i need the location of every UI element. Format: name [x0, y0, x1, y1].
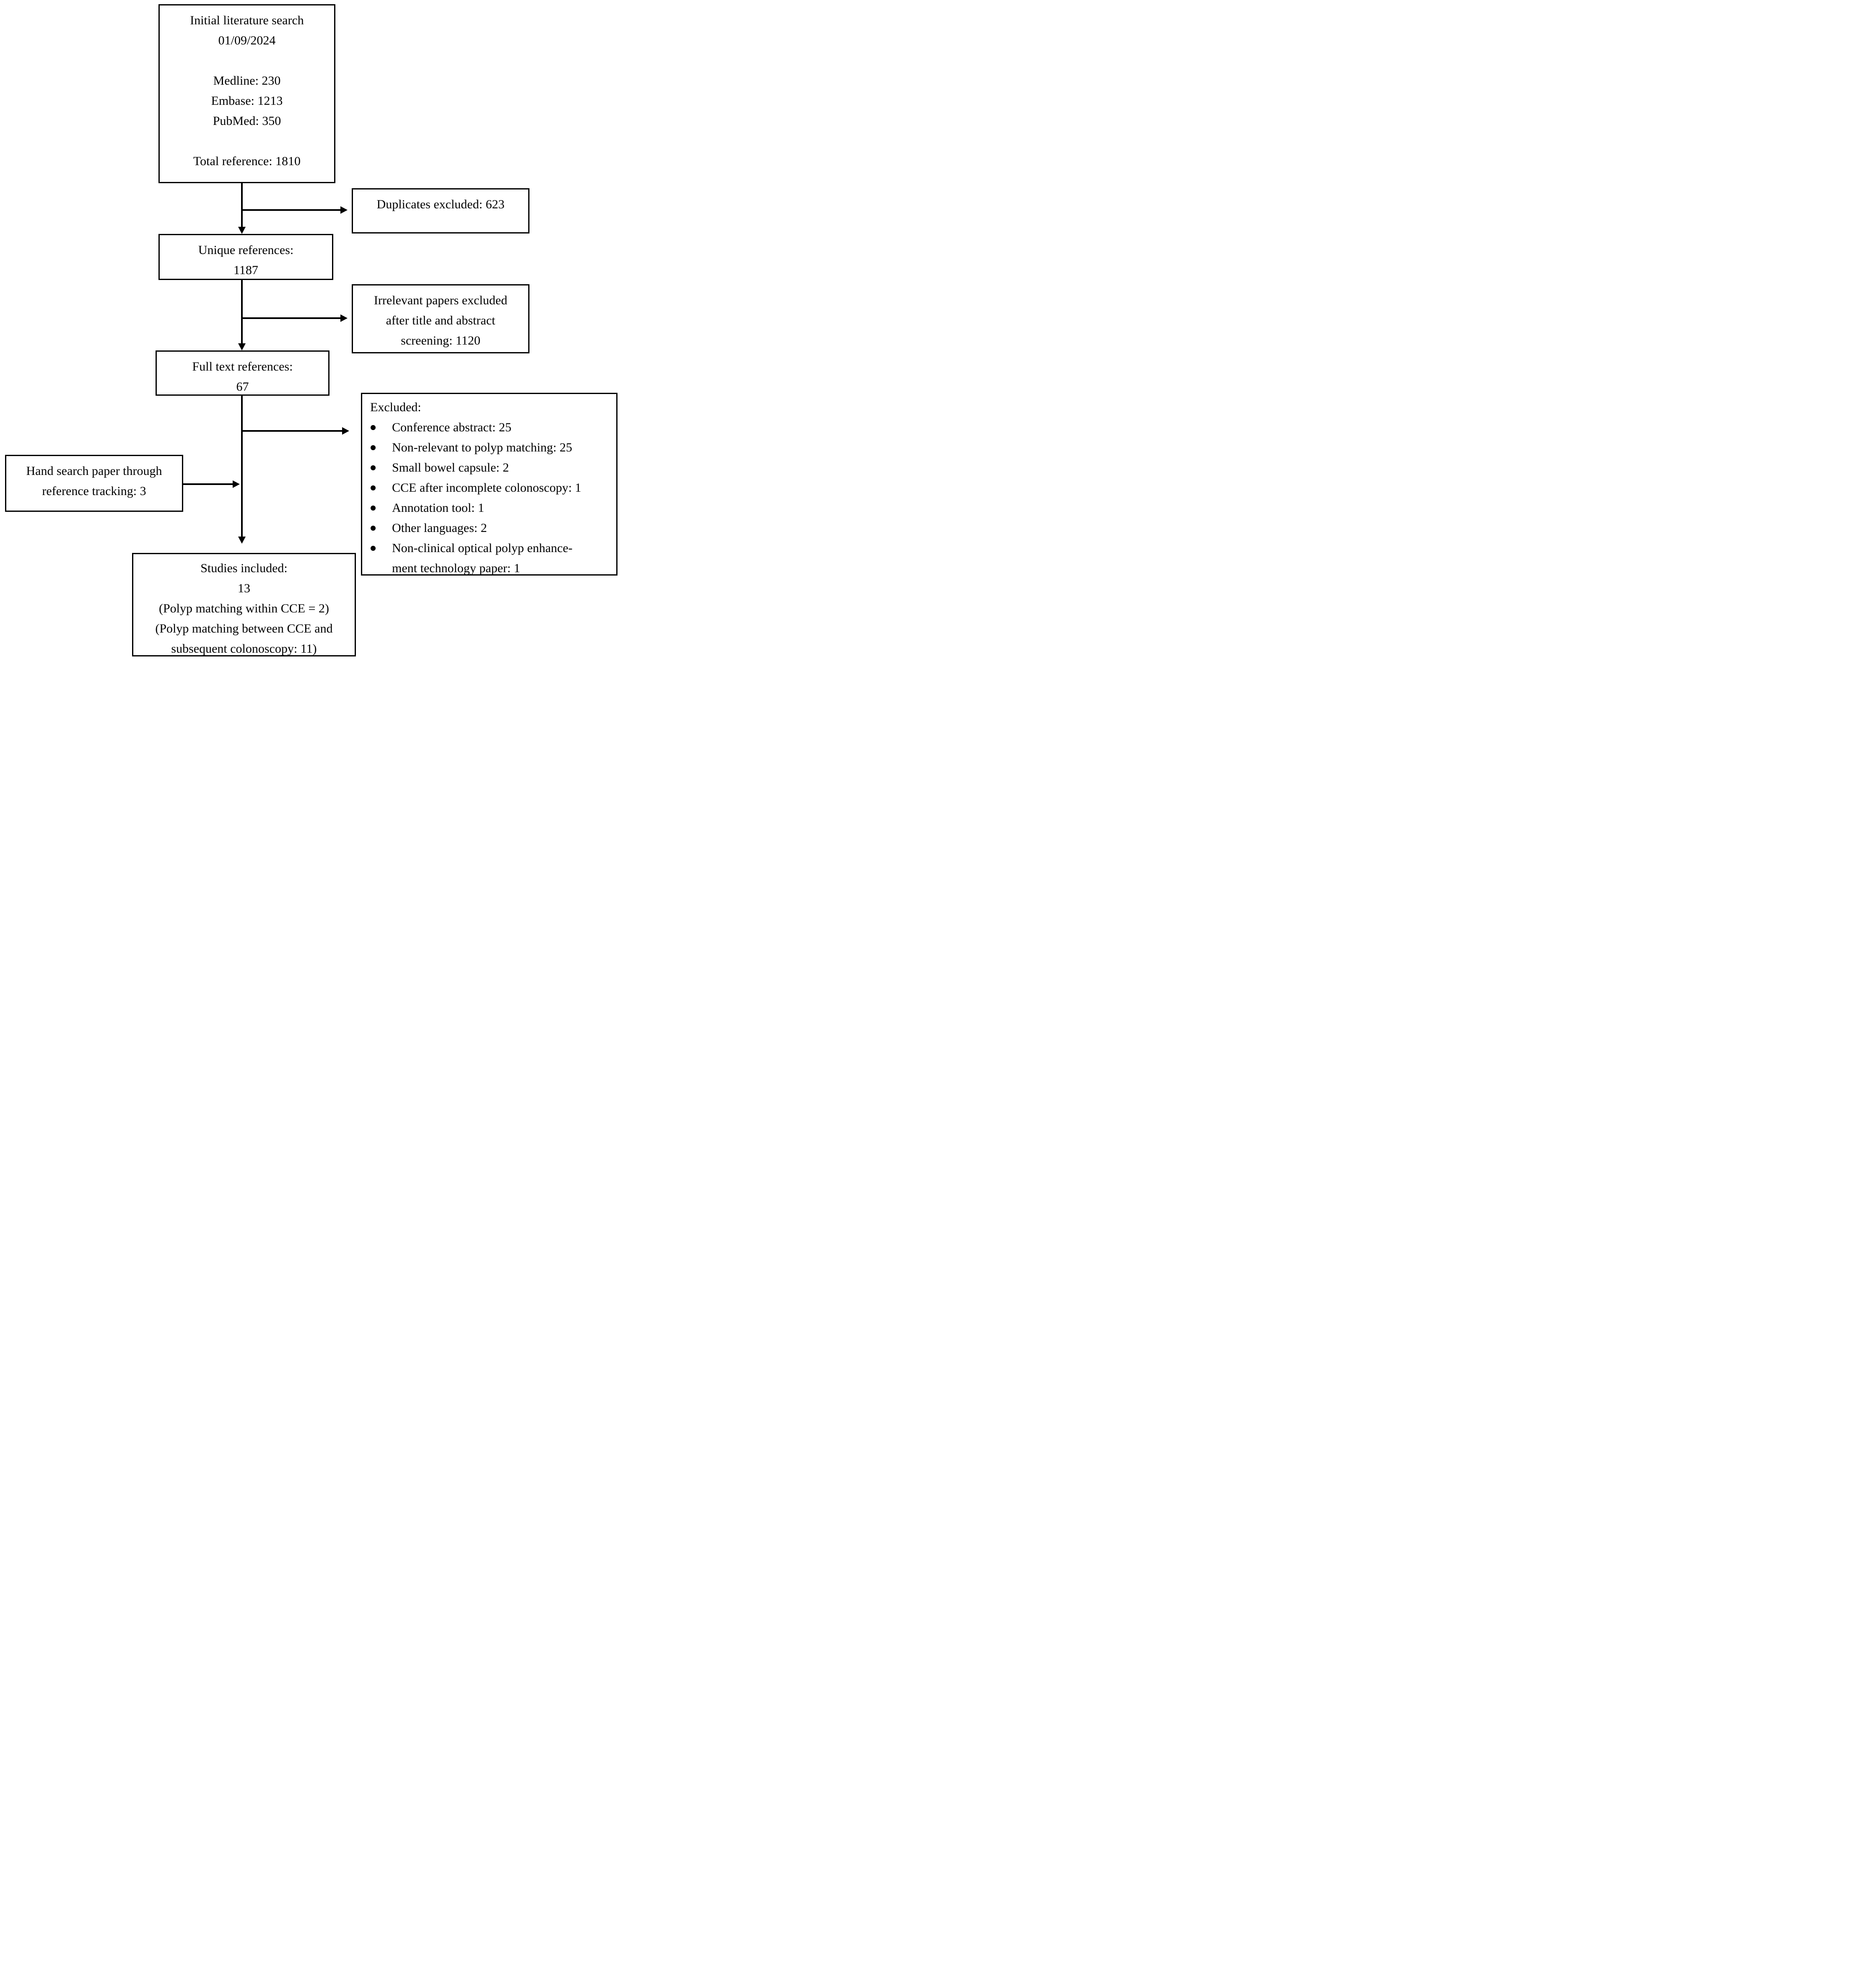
box-line: Hand search paper through — [26, 464, 162, 478]
hand-search-box: Hand search paper through reference trac… — [5, 455, 183, 512]
excluded-list-item: Small bowel capsule: 2 — [370, 458, 610, 478]
excluded-list-item: Non-clinical optical polyp enhance- ment… — [370, 538, 610, 578]
excluded-list: Conference abstract: 25 Non-relevant to … — [370, 418, 610, 578]
box-line: (Polyp matching between CCE and — [155, 622, 333, 635]
box-line: reference tracking: 3 — [42, 484, 146, 498]
excluded-list-item: Annotation tool: 1 — [370, 498, 610, 518]
initial-literature-search-box: Initial literature search 01/09/2024 Med… — [158, 4, 335, 183]
excluded-list-item: Non-relevant to polyp matching: 25 — [370, 438, 610, 458]
excluded-item-text: Annotation tool: 1 — [392, 501, 484, 515]
arrow-right-icon — [233, 480, 240, 488]
connector-initial-to-unique-line — [241, 183, 243, 227]
box-line: (Polyp matching within CCE = 2) — [158, 602, 330, 615]
box-line: Embase: 1213 — [211, 94, 283, 108]
duplicates-excluded-box: Duplicates excluded: 623 — [352, 188, 529, 233]
connector-handsearch-to-trunk-line — [183, 483, 233, 485]
full-text-references-box: Full text references: 67 — [156, 350, 330, 396]
studies-included-box: Studies included: 13 (Polyp matching wit… — [132, 553, 356, 656]
box-line: Full text references: — [192, 360, 293, 373]
box-line: Irrelevant papers excluded — [374, 293, 508, 307]
arrow-down-icon — [238, 537, 246, 544]
box-line: Duplicates excluded: 623 — [376, 197, 505, 211]
excluded-item-text: Non-clinical optical polyp enhance- ment… — [392, 541, 573, 575]
connector-to-duplicates-line — [242, 209, 340, 211]
box-line: PubMed: 350 — [213, 114, 281, 128]
connector-to-irrelevant-line — [242, 317, 340, 319]
arrow-right-icon — [340, 314, 348, 322]
prisma-flow-diagram: Initial literature search 01/09/2024 Med… — [0, 0, 625, 661]
excluded-list-item: CCE after incomplete colonoscopy: 1 — [370, 478, 610, 498]
box-line: Unique references: — [198, 243, 294, 257]
box-line: after title and abstract — [386, 314, 496, 327]
arrow-down-icon — [238, 227, 246, 234]
connector-to-excluded-line — [242, 430, 342, 432]
box-line: 67 — [236, 380, 249, 394]
box-line: 13 — [238, 581, 250, 595]
excluded-item-text: Small bowel capsule: 2 — [392, 461, 509, 475]
box-line: 1187 — [234, 263, 258, 277]
excluded-item-text: Other languages: 2 — [392, 521, 487, 535]
arrow-right-icon — [340, 206, 348, 214]
arrow-down-icon — [238, 343, 246, 350]
unique-references-box: Unique references: 1187 — [158, 234, 333, 280]
box-line-blank — [160, 51, 334, 71]
excluded-list-item: Conference abstract: 25 — [370, 418, 610, 438]
box-line: Total reference: 1810 — [193, 154, 301, 168]
box-line: Initial literature search — [190, 13, 304, 27]
box-line-blank — [160, 131, 334, 151]
excluded-item-text: Non-relevant to polyp matching: 25 — [392, 441, 572, 454]
excluded-list-item: Other languages: 2 — [370, 518, 610, 538]
box-line: Medline: 230 — [213, 74, 281, 88]
arrow-right-icon — [342, 427, 349, 435]
connector-unique-to-fulltext-line — [241, 280, 243, 343]
connector-fulltext-to-studies-line — [241, 396, 243, 537]
excluded-item-text: Conference abstract: 25 — [392, 420, 511, 434]
irrelevant-papers-excluded-box: Irrelevant papers excluded after title a… — [352, 284, 529, 353]
excluded-heading: Excluded: — [370, 400, 421, 414]
box-line: screening: 1120 — [401, 334, 480, 348]
box-line: subsequent colonoscopy: 11) — [171, 642, 317, 656]
box-line: 01/09/2024 — [218, 34, 276, 47]
box-line: Studies included: — [200, 561, 288, 575]
excluded-item-text: CCE after incomplete colonoscopy: 1 — [392, 481, 581, 495]
excluded-reasons-box: Excluded: Conference abstract: 25 Non-re… — [361, 393, 618, 576]
